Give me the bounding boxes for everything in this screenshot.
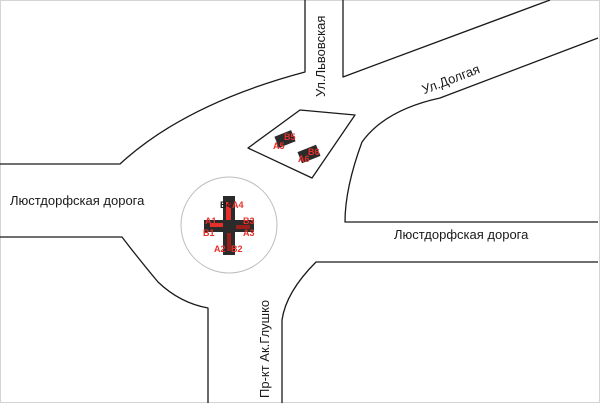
marker-island-lower <box>297 144 321 164</box>
roundabout-marker-cluster: B4 A4 A1 B1 B3 A3 A2 B2 <box>203 196 255 255</box>
marker-accent-west <box>210 223 223 227</box>
island-marker-upper: B5 A5 <box>273 130 296 151</box>
marker-accent-south <box>227 233 231 251</box>
label-roundabout-bottom-1: A2 <box>214 244 226 254</box>
island-marker-lower: B6 A6 <box>297 144 321 164</box>
label-island-lower-2: A6 <box>298 154 310 164</box>
traffic-island <box>247 109 356 179</box>
marker-island-upper <box>274 130 296 148</box>
label-roundabout-top-right: A4 <box>232 200 244 210</box>
road-edge-north-east <box>342 0 551 78</box>
label-island-upper-2: A5 <box>273 141 285 151</box>
street-label-lvovskaya: Ул.Львовская <box>313 15 328 97</box>
label-island-upper-1: B5 <box>284 132 296 142</box>
label-roundabout-left-1: A1 <box>205 216 217 226</box>
marker-accent-north <box>226 202 231 220</box>
label-roundabout-right-2: A3 <box>243 228 255 238</box>
road-edge-west-lower <box>0 236 209 403</box>
street-label-lyustdorf-west: Люстдорфская дорога <box>10 193 145 208</box>
label-roundabout-top: B4 <box>220 200 232 210</box>
label-roundabout-left-2: B1 <box>203 228 215 238</box>
marker-center <box>223 220 235 231</box>
road-edge-northwest <box>0 0 306 165</box>
label-roundabout-right-1: B3 <box>243 216 255 226</box>
label-island-lower-1: B6 <box>308 147 320 157</box>
street-label-lyustdorf-east: Люстдорфская дорога <box>394 227 529 242</box>
road-edge-east-upper <box>344 37 599 223</box>
street-label-glushko: Пр-кт Ак.Глушко <box>257 299 272 398</box>
label-roundabout-bottom-2: B2 <box>231 244 243 254</box>
marker-accent-east <box>236 225 250 229</box>
road-edge-south-east <box>281 261 598 403</box>
